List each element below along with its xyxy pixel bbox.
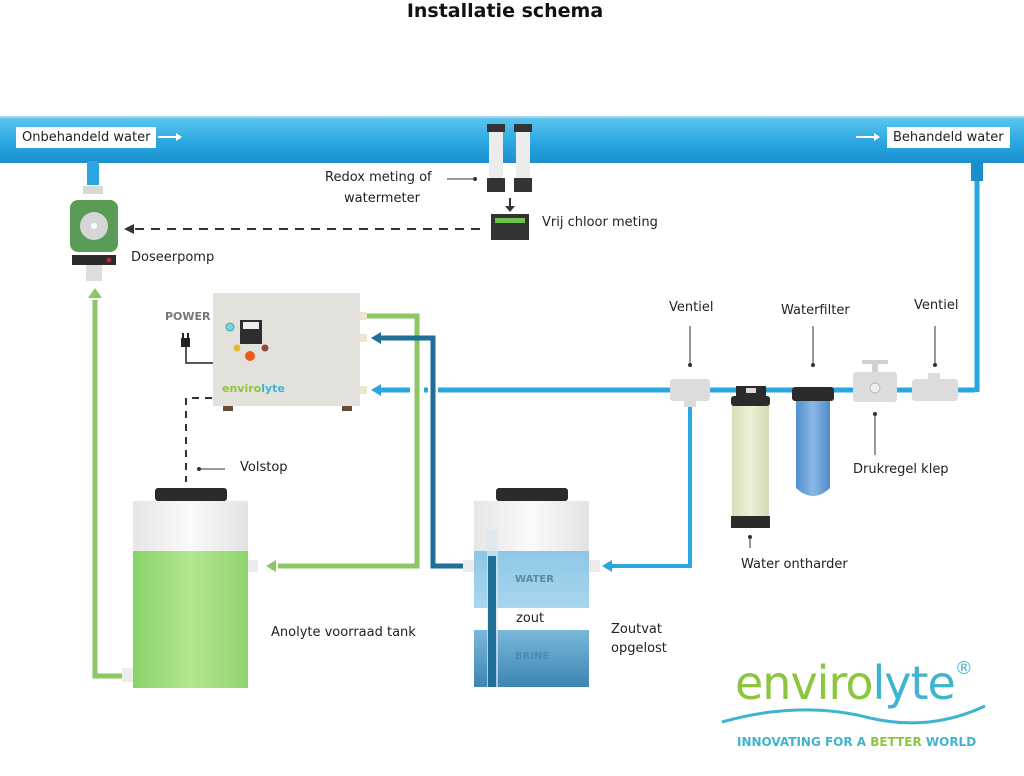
water-softener-icon [731,386,770,528]
logo-part2: lyte [872,656,956,710]
volstop-signal-line [185,397,212,482]
pressure-valve-label: Drukregel klep [853,462,949,477]
tagline-b: BETTER [870,735,922,749]
salt-tank-label-2: opgelost [611,641,667,656]
valve-left-label: Ventiel [669,300,714,315]
valve-left-icon [670,379,710,407]
waterfilter-label: Waterfilter [781,303,850,318]
volstop-label: Volstop [240,460,288,475]
logo-part1: enviro [735,656,874,710]
power-plug-icon [181,333,213,364]
pressure-valve-icon [853,360,897,402]
signal-line-pump [124,224,480,234]
dosing-pump-icon [70,200,118,281]
salt-tank-salt-label: zout [516,611,545,626]
logo-tagline: INNOVATING FOR A BETTER WORLD [737,735,976,749]
anolyte-tank-label: Anolyte voorraad tank [271,625,416,640]
valve-right-label: Ventiel [914,298,959,313]
redox-sensor-icon [487,124,532,192]
redox-label-1: Redox meting of [325,170,432,185]
outlet-label: Behandeld water [887,127,1010,148]
logo-swoosh [721,704,986,725]
logo-registered: ® [954,658,973,679]
main-water-pipe [0,116,1024,163]
salt-tank-label-1: Zoutvat [611,622,662,637]
electrolysis-unit [213,293,367,411]
redox-label-2: watermeter [344,191,420,206]
salt-tank [463,488,600,687]
power-label: POWER [165,310,211,323]
tagline-c: WORLD [921,735,977,749]
unit-brand-a: enviro [222,382,262,395]
envirolyte-logo: envirolyte® [735,658,973,707]
tagline-a: INNOVATING FOR A [737,735,871,749]
anolyte-tank [122,488,258,688]
flow-arrow-in [158,133,182,141]
waterfilter-icon [792,387,834,496]
salt-tank-water-text: WATER [515,574,554,585]
inlet-label: Onbehandeld water [16,127,157,148]
softener-label: Water ontharder [741,557,848,572]
valve-right-icon [912,373,958,401]
chlorine-label: Vrij chloor meting [542,215,658,230]
anolyte-supply-pipe [92,300,125,679]
flow-arrow-out [856,133,880,141]
anolyte-output-pipe [278,313,420,569]
diagram-title: Installatie schema [406,0,604,22]
salt-tank-brine-text: BRINE [515,651,549,662]
brine-pipe [380,335,468,569]
unit-brand-b: lyte [261,382,285,395]
unit-brand: envirolyte [222,382,285,395]
pump-label: Doseerpomp [131,250,215,265]
chlorine-meter-icon [491,214,529,240]
